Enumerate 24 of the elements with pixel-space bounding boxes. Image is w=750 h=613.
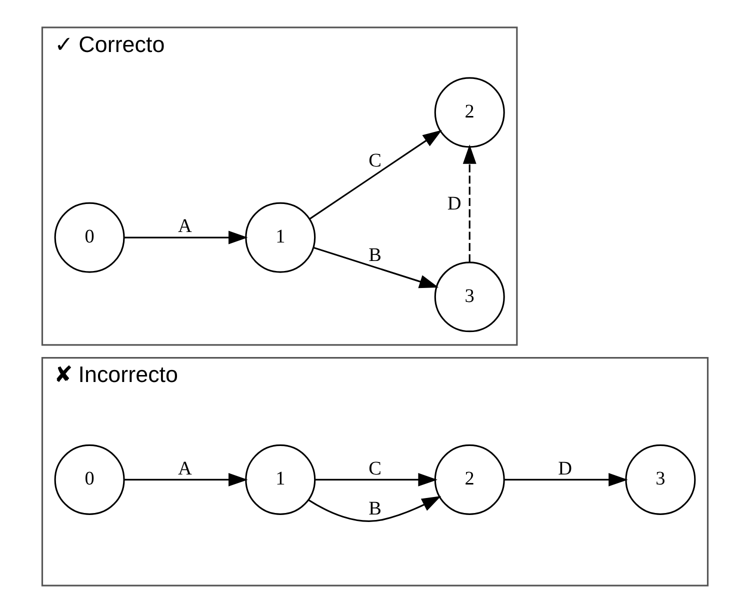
edge-label: C <box>368 150 382 172</box>
node-circle: 0 <box>54 202 125 273</box>
arrow <box>309 130 442 220</box>
edge-label: A <box>178 216 192 238</box>
node-circle: 3 <box>625 444 696 515</box>
node-circle: 1 <box>245 202 316 273</box>
arrow <box>313 246 439 288</box>
node-circle: 0 <box>54 444 125 515</box>
node-circle: 2 <box>434 444 505 515</box>
arrow <box>124 230 248 244</box>
edge-label: D <box>558 458 572 480</box>
node-circle: 1 <box>245 444 316 515</box>
edge-label: A <box>178 458 192 480</box>
arrow <box>308 496 442 522</box>
edge-label: B <box>368 498 382 520</box>
arrow <box>124 472 248 486</box>
edge-label: D <box>447 194 462 215</box>
edge-label: C <box>368 458 382 480</box>
node-circle: 3 <box>434 262 505 332</box>
arrow <box>462 144 476 262</box>
edge-label: B <box>368 244 382 266</box>
node-circle: 2 <box>434 77 505 148</box>
arrow <box>315 472 438 486</box>
arrow <box>504 472 628 486</box>
